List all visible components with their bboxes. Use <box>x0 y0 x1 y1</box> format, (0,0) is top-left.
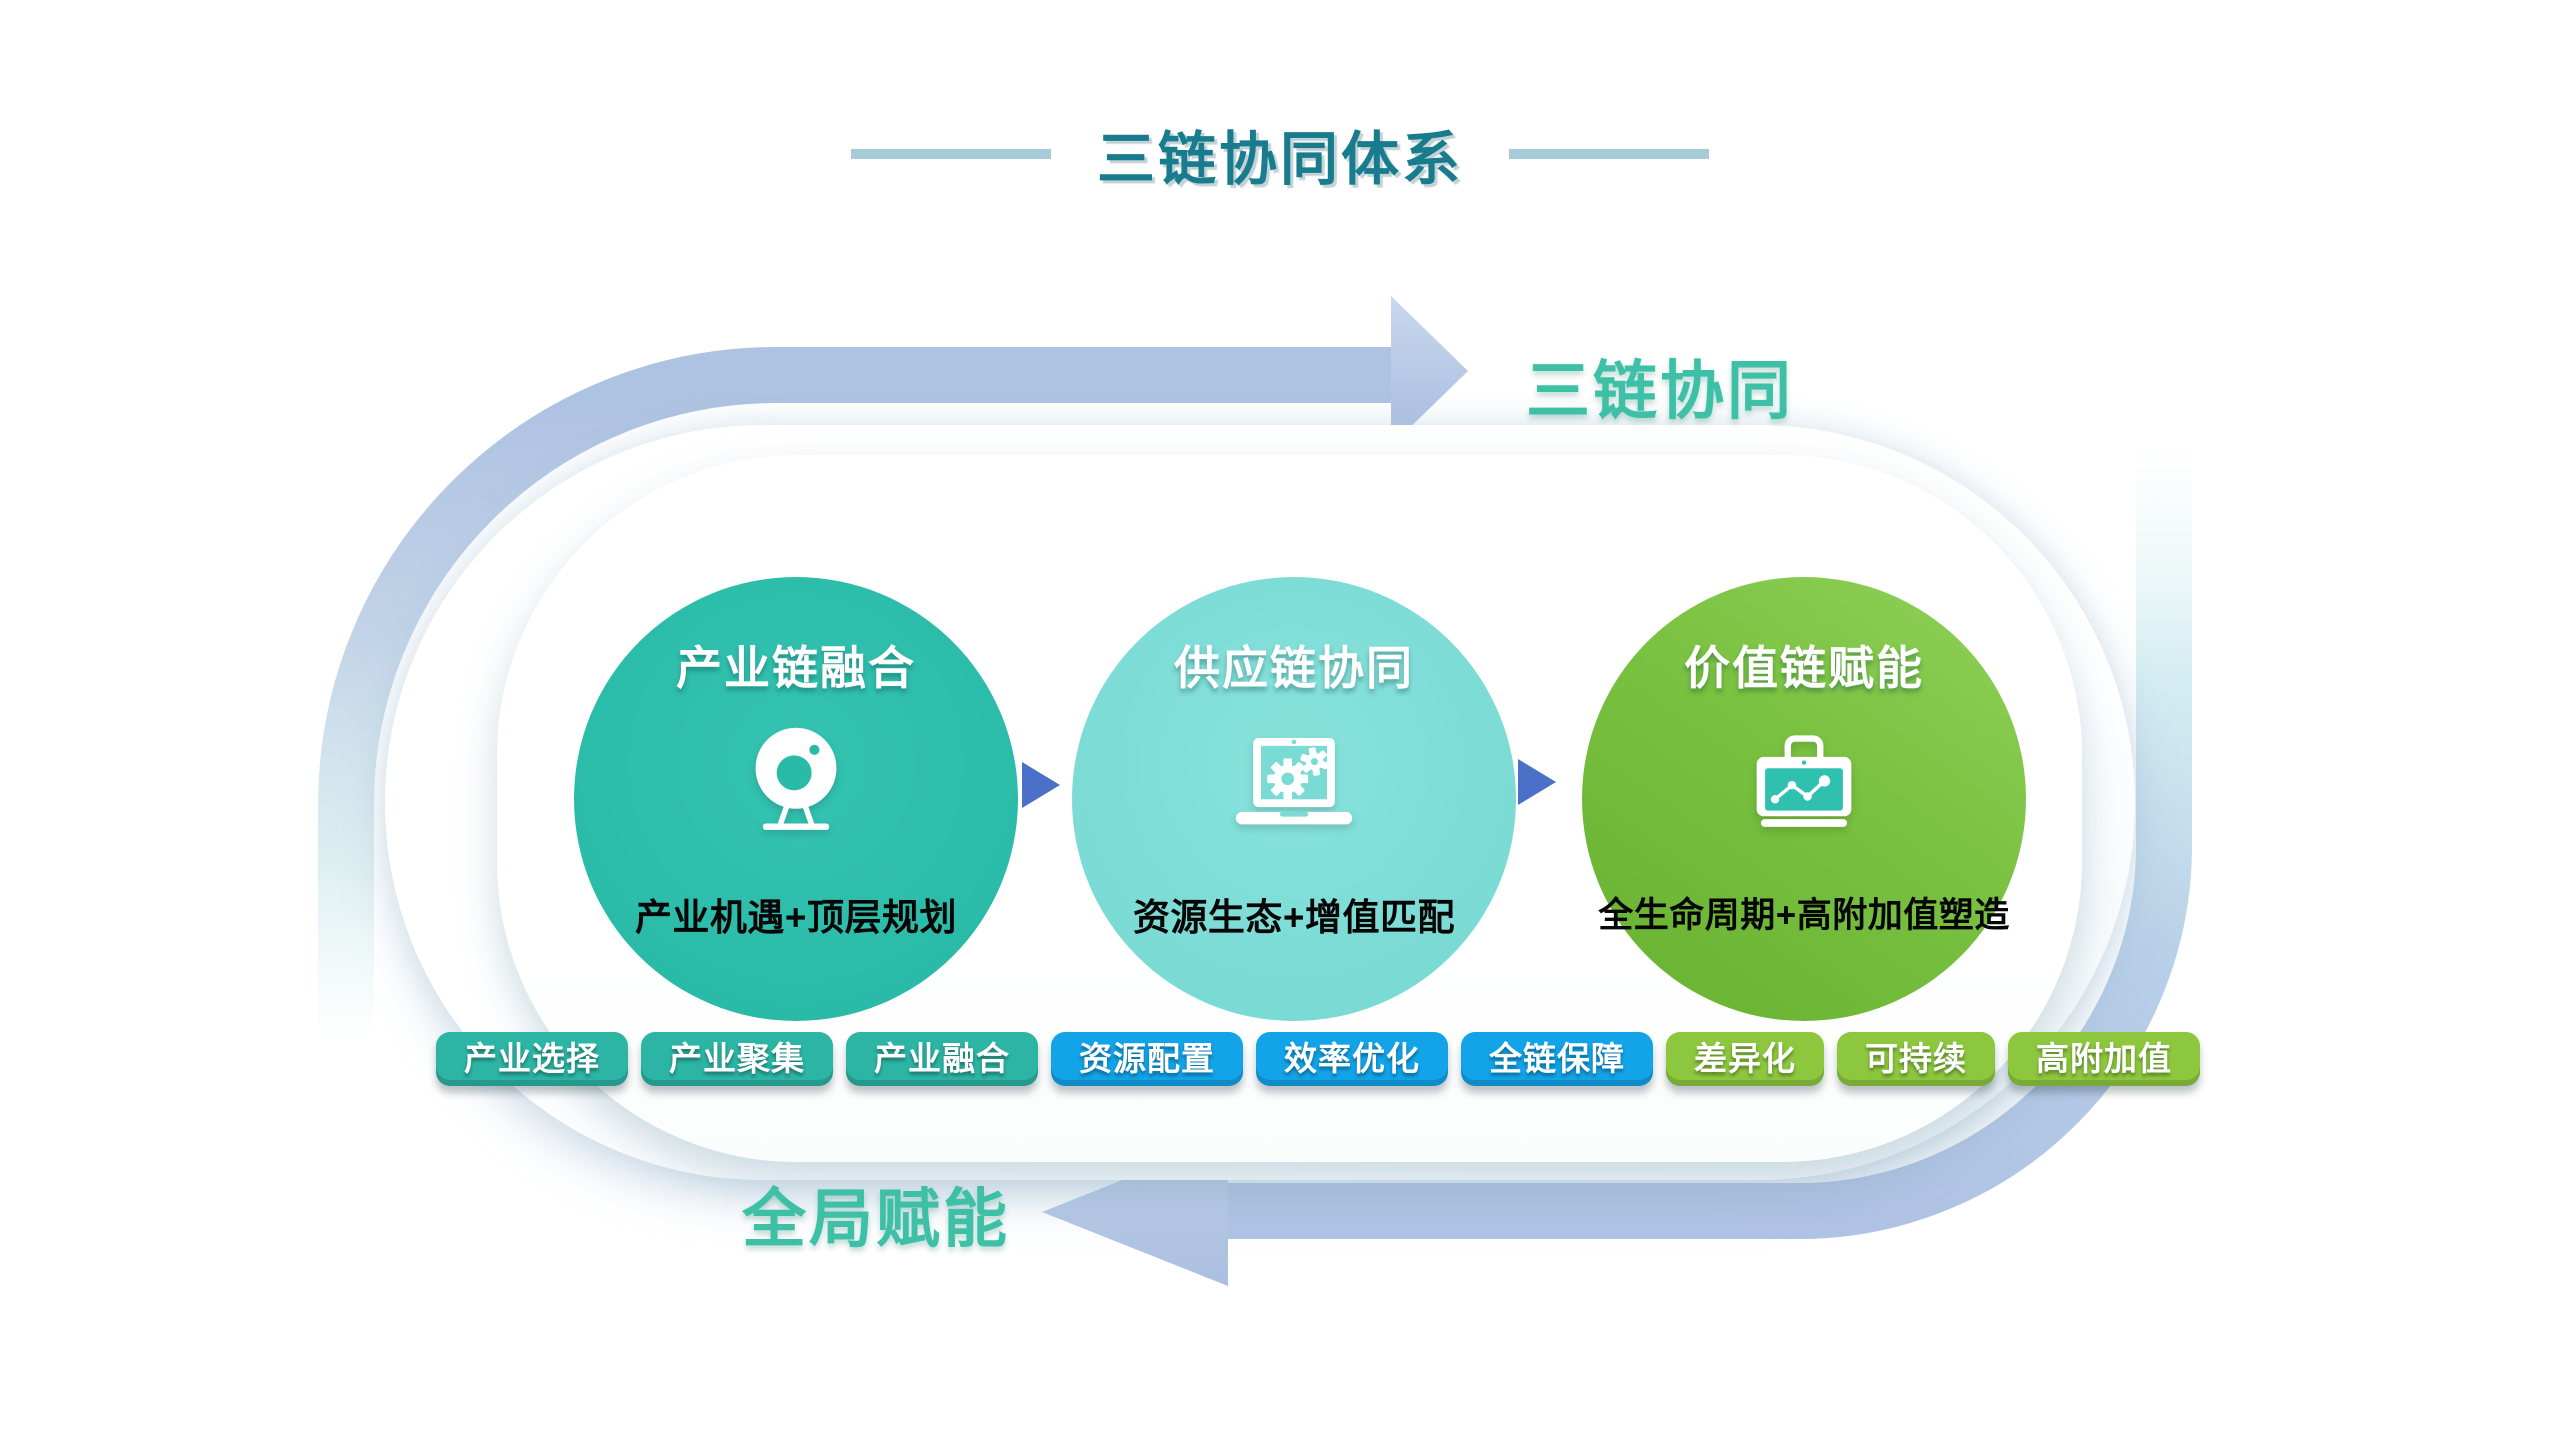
title-decoration-left <box>850 149 1051 159</box>
tag-1: 产业选择 <box>436 1032 628 1086</box>
circle-subtitle: 资源生态+增值匹配 <box>1132 897 1456 938</box>
circle-title: 价值链赋能 <box>1684 642 1924 694</box>
tag-2: 产业聚集 <box>641 1032 833 1086</box>
connector-arrow-1 <box>1022 762 1060 808</box>
circle-value-chain: 价值链赋能 全生命周期+高附加值塑造 <box>1582 577 2026 1021</box>
loop-segment-left-top <box>318 347 1393 1040</box>
webcam-icon <box>574 697 1018 867</box>
circle-title: 产业链融合 <box>676 642 916 694</box>
circle-supply-chain: 供应链协同 <box>1072 577 1516 1021</box>
loop-segment-right-bottom <box>1226 440 2192 1239</box>
title-decoration-right <box>1509 149 1709 159</box>
header: 三链协同体系 <box>0 112 2560 196</box>
circle-title: 供应链协同 <box>1174 642 1414 694</box>
page-title: 三链协同体系 <box>1096 127 1463 192</box>
tag-5: 效率优化 <box>1256 1032 1448 1086</box>
tag-8: 可持续 <box>1837 1032 1995 1086</box>
connector-arrow-2 <box>1518 759 1556 805</box>
circle-industry-chain: 产业链融合 产业机遇+顶层规划 <box>574 577 1018 1021</box>
tag-9: 高附加值 <box>2008 1032 2200 1086</box>
tag-4: 资源配置 <box>1051 1032 1243 1086</box>
tag-7: 差异化 <box>1666 1032 1824 1086</box>
circle-subtitle: 全生命周期+高附加值塑造 <box>1598 896 2010 935</box>
tag-6: 全链保障 <box>1461 1032 1653 1086</box>
tags-row: 产业选择产业聚集产业融合资源配置效率优化全链保障差异化可持续高附加值 <box>436 1032 2200 1086</box>
flow-label-bottom: 全局赋能 <box>742 1183 1010 1255</box>
flow-label-top: 三链协同 <box>1526 355 1794 427</box>
tag-3: 产业融合 <box>846 1032 1038 1086</box>
circle-subtitle: 产业机遇+顶层规划 <box>634 897 958 938</box>
briefcase-chart-icon <box>1582 697 2026 867</box>
loop-arrowhead-top <box>1391 296 1468 446</box>
laptop-gears-icon <box>1072 697 1516 867</box>
